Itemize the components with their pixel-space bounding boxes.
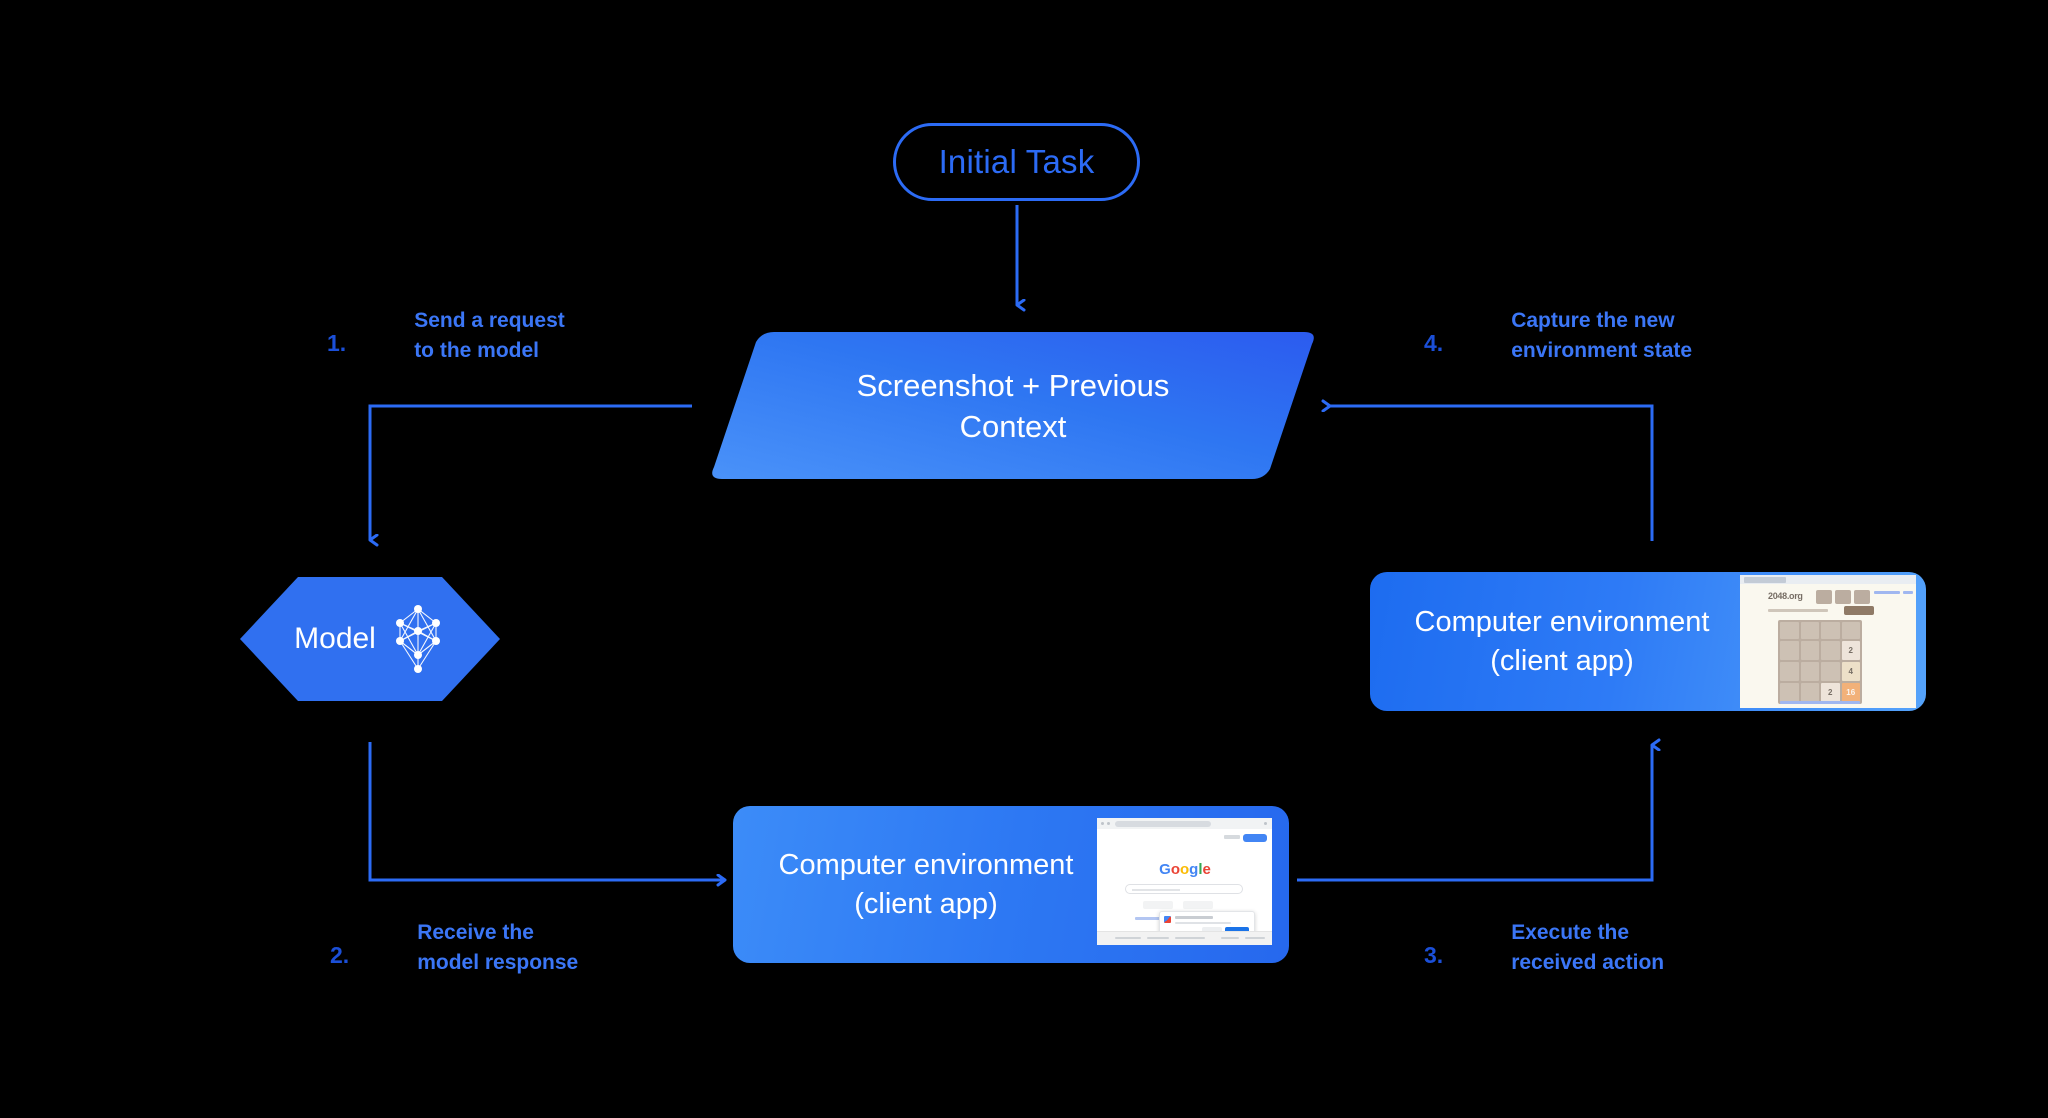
thumbnail-2048-game[interactable]: 2048.org 2 4 (1740, 575, 1916, 708)
connector-context-to-model (368, 404, 692, 540)
grid-cell (1821, 662, 1840, 681)
node-model[interactable]: Model (238, 575, 502, 703)
best-box (1835, 590, 1851, 604)
game-subtitle (1768, 609, 1828, 612)
grid-cell (1780, 622, 1799, 639)
google-logo: G o o g l e (1159, 861, 1211, 878)
game-grid[interactable]: 2 4 2 16 (1778, 620, 1862, 704)
grid-cell (1780, 683, 1799, 702)
connector-model-to-bottom-card (368, 742, 725, 880)
footer-link[interactable] (1147, 937, 1169, 939)
tile-value: 2 (1828, 688, 1833, 697)
node-screenshot-context[interactable]: Screenshot + Previous Context (706, 330, 1320, 481)
grid-cell (1800, 622, 1819, 639)
parallelogram-shape (712, 332, 1314, 479)
grid-tile: 2 (1841, 641, 1860, 660)
logo-letter: o (1170, 861, 1180, 878)
initial-task-label: Initial Task (938, 143, 1095, 180)
grid-cell (1821, 622, 1840, 639)
step-label-3: 3. Execute the received action (1424, 918, 1664, 978)
forward-icon[interactable] (1107, 822, 1110, 825)
dialog-body (1175, 922, 1231, 924)
extra-box (1854, 590, 1870, 604)
grid-cell (1800, 683, 1819, 702)
model-label: Model (294, 622, 376, 655)
sign-in-button[interactable] (1243, 834, 1267, 842)
grid-cell (1800, 662, 1819, 681)
step-label-4: 4. Capture the new environment state (1424, 306, 1692, 366)
footer-link[interactable] (1245, 937, 1265, 939)
page-footer (1097, 931, 1272, 945)
dialog-cancel-button[interactable] (1202, 927, 1222, 934)
neural-network-icon (395, 605, 440, 673)
logo-letter: l (1198, 861, 1202, 878)
grid-tile: 4 (1841, 662, 1860, 681)
google-page-body: G o o g l e (1097, 829, 1272, 945)
connector-bottom-card-to-right-card (1297, 745, 1652, 882)
step-label-1: 1. Send a request to the model (327, 306, 565, 366)
footer-link[interactable] (1175, 937, 1205, 939)
google-search-button[interactable] (1143, 901, 1173, 909)
logo-letter: g (1189, 861, 1198, 878)
tile-value: 16 (1846, 688, 1856, 697)
hexagon-shape (240, 577, 500, 701)
grid-tile: 2 (1821, 683, 1840, 702)
logo-letter: e (1202, 861, 1211, 878)
context-line-2: Context (959, 408, 1067, 444)
grid-cell (1841, 622, 1860, 639)
screenshot-context-label: Screenshot + Previous Context (706, 330, 1320, 481)
context-line-1: Screenshot + Previous (856, 367, 1170, 403)
footer-link[interactable] (1780, 701, 1860, 704)
node-initial-task[interactable]: Initial Task (893, 123, 1140, 201)
environment-right-line-2: (client app) (1490, 644, 1634, 677)
footer-link[interactable] (1221, 937, 1239, 939)
menu-icon[interactable] (1264, 822, 1267, 825)
step-text: Capture the new environment state (1511, 309, 1693, 362)
footer-link[interactable] (1115, 937, 1141, 939)
browser-tab (1744, 576, 1786, 583)
nav-link-1[interactable] (1874, 591, 1900, 594)
grid-cell (1800, 641, 1819, 660)
step-text: Execute the received action (1511, 921, 1665, 974)
environment-right-label: Computer environment (client app) (1382, 603, 1742, 681)
dialog-confirm-button[interactable] (1225, 927, 1249, 934)
score-box (1816, 590, 1832, 604)
apps-icon[interactable] (1224, 835, 1240, 839)
feeling-lucky-button[interactable] (1183, 901, 1213, 909)
step-number: 1. (327, 330, 347, 356)
environment-bottom-label: Computer environment (client app) (741, 846, 1111, 924)
environment-right-line-1: Computer environment (1414, 605, 1710, 638)
grid-cell (1780, 641, 1799, 660)
new-game-button[interactable] (1844, 606, 1874, 615)
thumbnail-google-search[interactable]: G o o g l e (1097, 818, 1272, 945)
game-page-body: 2048.org 2 4 (1740, 584, 1916, 708)
nav-link-2[interactable] (1903, 591, 1913, 594)
address-bar[interactable] (1115, 820, 1211, 827)
environment-bottom-line-1: Computer environment (778, 848, 1074, 881)
tile-value: 2 (1848, 646, 1853, 655)
grid-cell (1821, 641, 1840, 660)
step-number: 4. (1424, 330, 1444, 356)
step-number: 3. (1424, 942, 1444, 968)
game-title: 2048.org (1768, 591, 1803, 601)
tile-value: 4 (1848, 667, 1853, 676)
logo-letter: G (1159, 861, 1171, 878)
step-number: 2. (330, 942, 350, 968)
search-placeholder (1132, 889, 1180, 891)
logo-letter: o (1179, 861, 1189, 878)
back-icon[interactable] (1101, 822, 1104, 825)
step-text: Receive the model response (417, 921, 579, 974)
dialog-title (1175, 916, 1213, 919)
step-text: Send a request to the model (414, 309, 565, 362)
grid-tile: 16 (1841, 683, 1860, 702)
search-input[interactable] (1125, 884, 1243, 894)
step-label-2: 2. Receive the model response (330, 918, 578, 978)
environment-bottom-line-2: (client app) (854, 887, 998, 920)
connector-right-card-to-context (1330, 406, 1654, 541)
dialog-icon (1164, 916, 1171, 923)
grid-cell (1780, 662, 1799, 681)
